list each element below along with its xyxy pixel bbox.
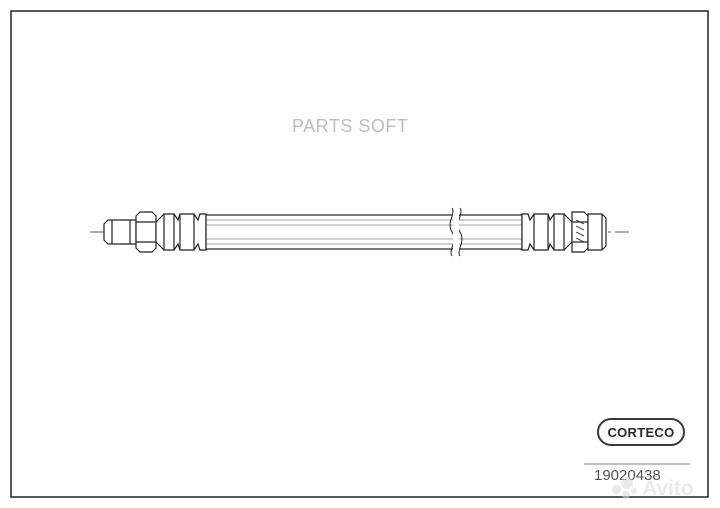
parts-soft-watermark: PARTS SOFT	[292, 116, 409, 136]
brake-hose-drawing	[90, 207, 632, 257]
corteco-logo: CORTECO	[597, 418, 685, 446]
left-fitting-tip	[103, 219, 137, 245]
knurled-ring	[575, 219, 585, 243]
hose-lines	[206, 219, 522, 245]
corteco-logo-text: CORTECO	[607, 424, 675, 440]
avito-watermark: Avito	[612, 474, 712, 504]
avito-text: Avito	[642, 477, 694, 500]
hose-break-mark	[449, 207, 455, 257]
right-fitting-body	[587, 213, 607, 251]
drawing-frame	[10, 10, 709, 498]
avito-logo-icon	[612, 476, 638, 502]
part-number: 19020438	[594, 467, 661, 484]
right-hex-nut	[571, 211, 589, 253]
left-hex-nut	[135, 211, 157, 253]
